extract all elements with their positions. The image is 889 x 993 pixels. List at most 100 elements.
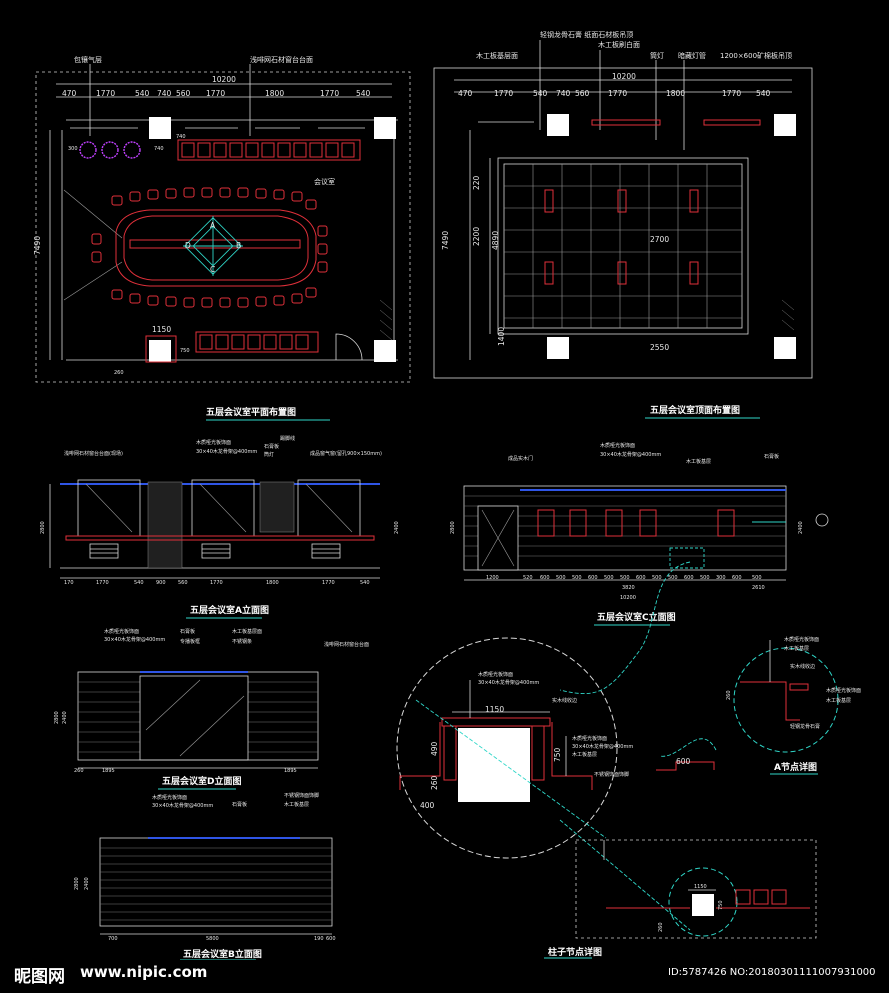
node-a-block [789,683,809,691]
elev-c-detail-marker [669,547,705,569]
elev-d-h-2400: 2400 [62,711,68,724]
detail-side-left [443,725,457,781]
ceiling-wall-hatch [781,299,795,331]
ceiling-dim-7490: 7490 [441,231,450,250]
detail-side-right [531,725,545,781]
detail-label-6: 木工板基层 [572,751,597,758]
column-node-chair [735,889,751,905]
node-a-title: A节点详图 [774,761,817,773]
connector-curve [559,561,691,694]
plan-seg-4: 740 [157,89,172,98]
elev-c-dim-6: 600 [588,575,598,581]
column-node-dim-260: 260 [658,922,664,932]
elevation-a: 浅啡网石材窗台台面(现场) 木质哑光板饰面 30×40木龙骨架@400mm 石膏… [40,435,400,586]
elev-b-dim-2: 5800 [206,936,219,942]
elev-c-dim-10: 500 [652,575,662,581]
elev-a-label-3: 30×40木龙骨架@400mm [196,448,257,455]
watermark-brand: 昵图网 [14,967,65,987]
plan-dim-depth: 7490 [33,236,42,255]
elev-a-h-2400: 2400 [394,521,400,534]
ceiling-plan: 10200 470 1770 540 740 560 1770 1800 177… [433,30,813,379]
elev-b-label-1: 木质哑光板饰面 [152,794,187,801]
elev-a-dim-6: 1770 [210,580,223,586]
plan-label-2: 浅啡网石材窗台台面 [250,55,313,64]
plan-dim-740b: 740 [176,134,186,140]
detail-frame-right [551,722,593,790]
elev-a-label-2: 木质哑光板饰面 [196,439,231,446]
elev-d-label-3: 石膏板 [180,628,195,635]
elev-b-frame [99,837,333,927]
elev-c-door-leaf [481,509,515,567]
node-a-dim-600: 600 [676,757,691,766]
plan-projection [63,261,123,301]
elev-c-label-4: 木工板基层 [686,458,711,465]
ceiling-label-2: 木工板基层面 [476,51,518,60]
plan-column-2 [374,117,396,139]
ceiling-dim-2700: 2700 [650,235,669,244]
elev-c-label-2: 木质哑光板饰面 [600,442,635,449]
elev-a-column-stone [147,481,183,569]
elev-a-label-1: 浅啡网石材窗台台面(现场) [64,450,123,457]
connector-curve [659,738,717,757]
detail-label-4: 木质哑光板饰面 [572,735,607,742]
elev-c-label-1: 成品实木门 [508,455,533,462]
elev-c-h-2400: 2400 [798,521,804,534]
ceiling-label-5: 暗藏灯管 [678,51,706,60]
plan-seg-8: 1770 [320,89,339,98]
connector-line [415,699,607,839]
ceiling-dim-2200: 2200 [472,227,481,246]
plan-cabinets-top [177,139,361,161]
elev-d-glass [145,679,201,731]
ceiling-dim-1400: 1400 [497,327,506,346]
detail-label-2: 30×40木龙骨架@400mm [478,679,539,686]
plan-dim-total: 10200 [212,75,236,84]
ceiling-column-3 [547,337,569,359]
plan-chairs [91,187,328,308]
elev-c-dim-9: 600 [636,575,646,581]
detail-label-7: 不锈钢饰面饰脚 [594,771,629,778]
node-a-label-3: 实木线收边 [790,663,815,670]
ceiling-seg-7: 1800 [666,89,685,98]
plan-seg-6: 1770 [206,89,225,98]
elev-d-glass [179,695,245,757]
node-a-label-6: 轻钢龙骨石膏 [790,723,820,730]
plan-seg-2: 1770 [96,89,115,98]
elev-b-label-2: 30×40木龙骨架@400mm [152,802,213,809]
node-a-label-1: 木质哑光板饰面 [784,636,819,643]
plan-column-3 [149,340,171,362]
ceiling-label-3: 木工板刷白面 [598,40,640,49]
elev-c-label-5: 石膏板 [764,453,779,460]
elev-b-h-2800: 2800 [74,877,80,890]
elev-d-title: 五层会议室D立面图 [162,775,241,787]
plan-table-inner [123,215,309,281]
elevation-d: 木质哑光板饰面 30×40木龙骨架@400mm 石膏板 专播板框 木工板基层面 … [54,628,369,774]
elev-d-label-5: 木工板基层面 [232,628,262,635]
ceiling-dim-220: 220 [472,175,481,190]
elev-a-label-7: 成品窗气窗(留孔900×150mm) [310,450,382,457]
elev-b-dim-3: 190 [314,936,324,942]
plan-door [335,333,363,361]
ceiling-seg-6: 1770 [608,89,627,98]
elevation-b: 木质哑光板饰面 30×40木龙骨架@400mm 石膏板 不锈钢饰面饰脚 木工板基… [74,792,336,942]
plan-plants [79,141,141,159]
detail-label-5: 30×40木龙骨架@400mm [572,743,633,750]
elev-d-h-2800: 2800 [54,711,60,724]
elev-b-label-5: 木工板基层 [284,801,309,808]
elev-a-grilles [89,543,341,559]
ceiling-label-4: 筒灯 [650,51,664,60]
ceiling-column-4 [774,337,796,359]
plan-dim-750: 750 [180,348,190,354]
detail-frame-left [399,722,441,790]
plan-wall-hatch [379,299,393,341]
elev-d-label-4: 专播板框 [180,638,200,645]
elev-a-label-6: 踢脚线 [280,435,295,442]
elev-d-dim-2: 1895 [284,768,297,774]
elev-c-sub-1: 3820 [622,585,635,591]
elev-c-dim-11: 500 [668,575,678,581]
elev-d-glass-panel [139,675,249,761]
ceiling-seg-2: 1770 [494,89,513,98]
watermark-url: www.nipic.com [80,963,208,981]
watermark-bar [0,960,889,993]
ceiling-label-6: 1200×600矿棉板吊顶 [720,51,792,60]
